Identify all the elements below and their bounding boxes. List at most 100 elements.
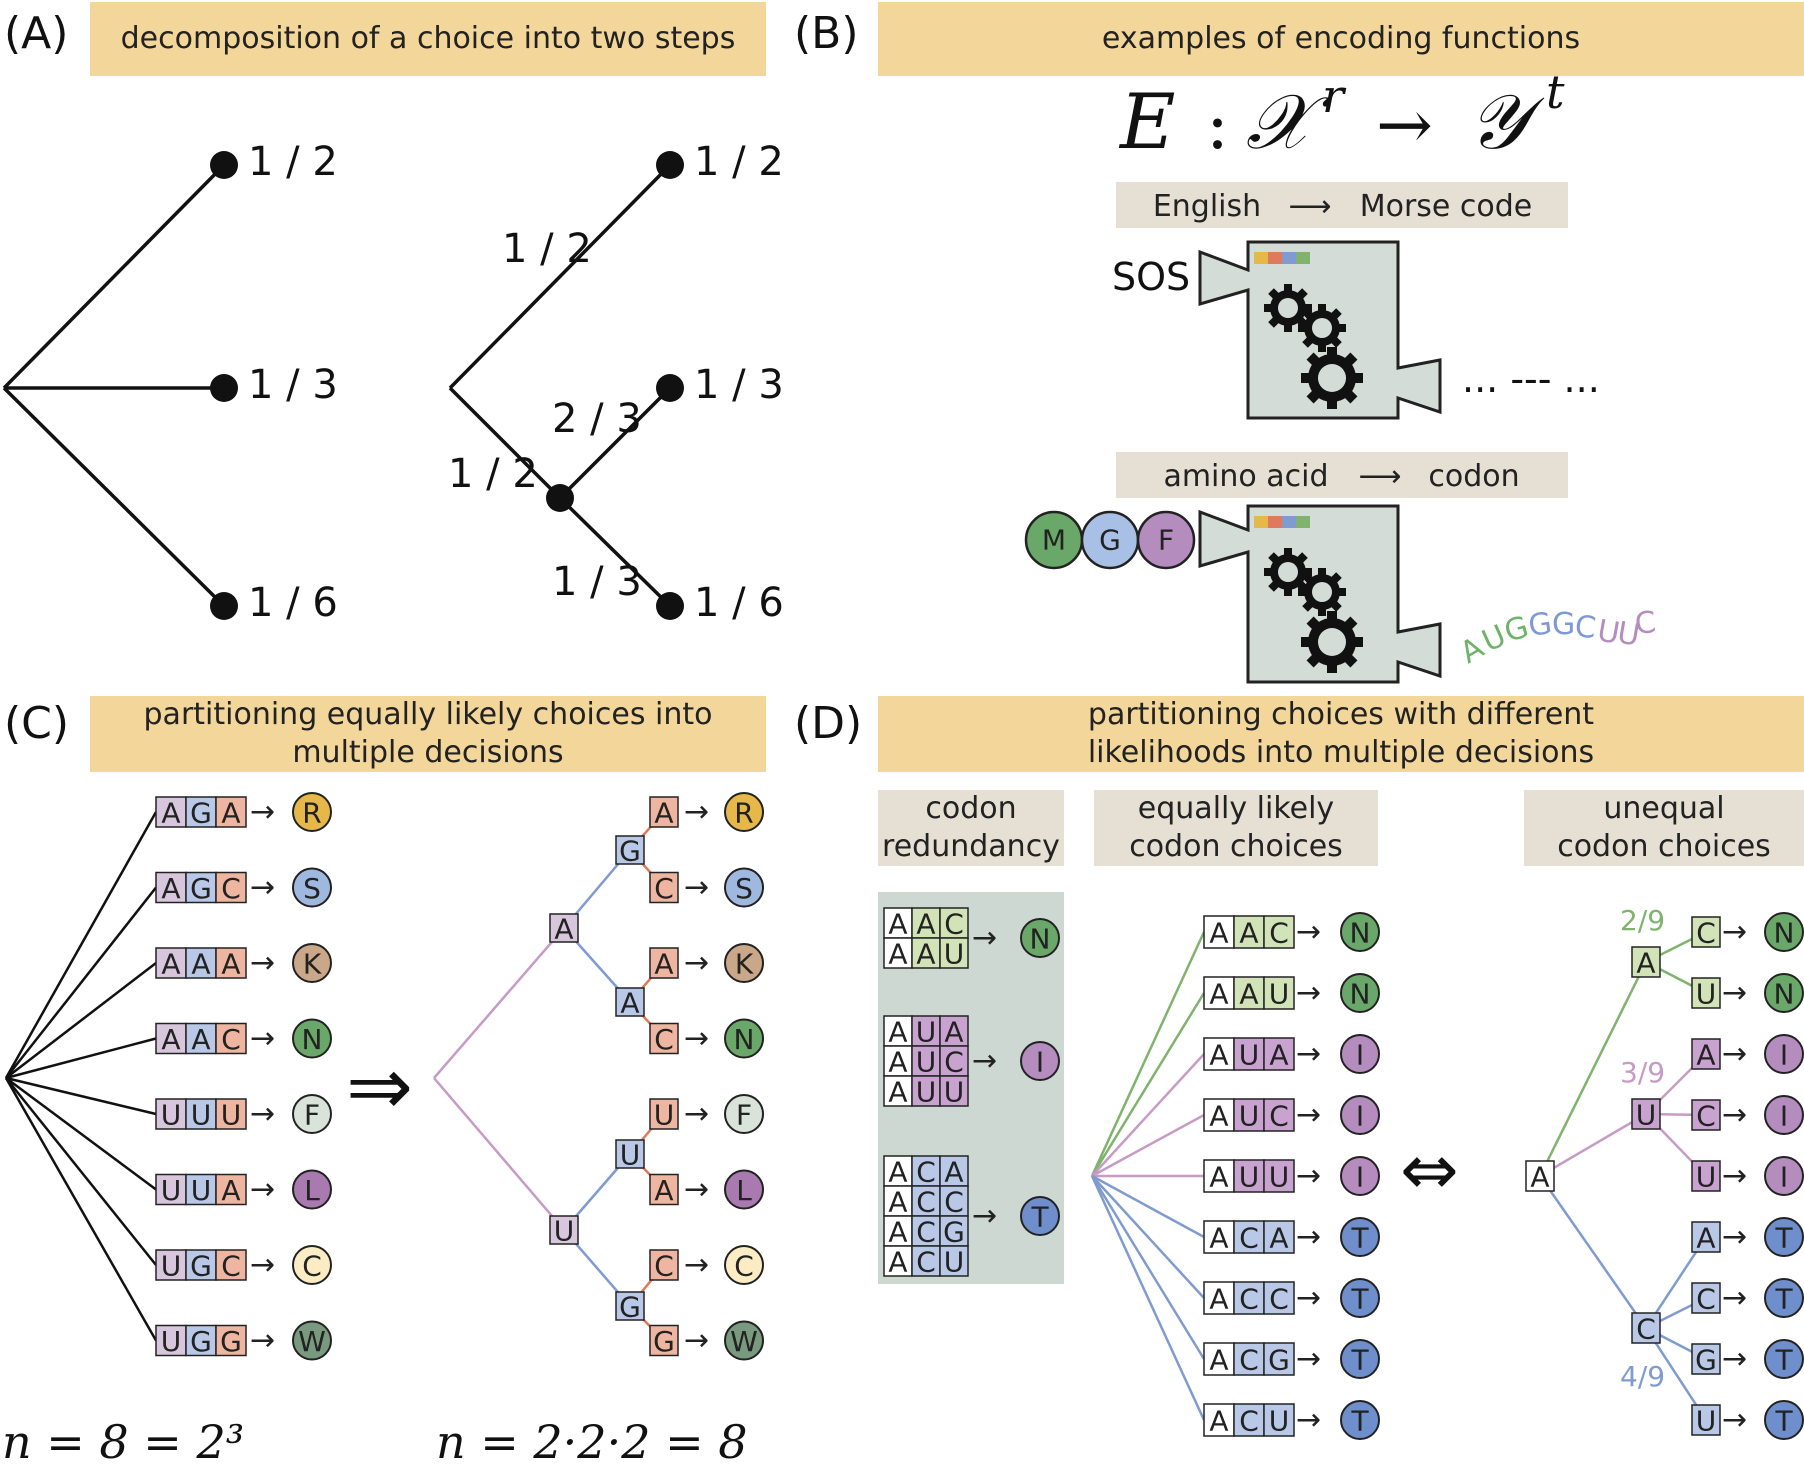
svg-text:C: C [654,1023,674,1056]
svg-text:U: U [161,1250,182,1283]
codon-cell: U [911,1075,941,1109]
svg-text:A: A [916,938,935,971]
amino-acid-circle: N [292,1018,332,1059]
panel-b-banner-text: examples of encoding functions [1102,21,1580,56]
tree-node-base: C [649,1249,679,1283]
codon-cell: A [155,1022,187,1056]
codon-cell: A [1203,976,1235,1011]
encoder-machine-1 [1198,240,1442,420]
svg-text:U: U [620,1139,641,1172]
arrow-label: → [684,795,709,830]
svg-text:U: U [1269,1161,1290,1194]
svg-text:A: A [191,948,210,981]
arrow-label: → [1296,1342,1321,1377]
codon-cell: U [215,1098,247,1132]
amino-acid-circle: R [292,792,332,832]
formula-t: t [1546,65,1565,119]
morse-label: Morse code [1360,189,1533,224]
svg-text:N: N [1350,917,1371,950]
codon-cell: G [185,1324,217,1358]
svg-text:U: U [161,1099,182,1132]
svg-text:C: C [221,1023,241,1056]
tree-node-base: G [615,1291,645,1324]
codon-cell: U [939,1245,969,1279]
codon-cell: A [939,1015,969,1049]
amino-acid-circle: C [724,1245,764,1285]
svg-text:C: C [302,1250,322,1283]
svg-text:A: A [944,1016,963,1049]
svg-text:A: A [1209,1405,1228,1438]
codon-cell: A [215,1173,247,1207]
panel-a-banner [90,2,766,76]
arrow-label: → [250,946,275,981]
amino-acid-circle: W [724,1320,764,1361]
amino-acid-circle: F [724,1094,764,1134]
codon-cell: C [911,1245,941,1279]
codon-cell: C [1263,1281,1295,1316]
svg-text:A: A [1636,947,1655,980]
gear-icon [1301,611,1363,673]
arrow-label: → [684,946,709,981]
svg-text:A: A [161,1023,180,1056]
panel-d-banner [878,696,1804,772]
codon-cell: U [1233,1098,1265,1133]
svg-text:U: U [1636,1099,1657,1132]
tree-node-base: U [549,1215,579,1248]
tree-node-base: C [1691,916,1721,950]
svg-text:T: T [1350,1405,1369,1438]
amino-acid-circle: K [724,943,764,983]
gear-icon [1264,548,1312,596]
arrow-label: → [250,1021,275,1056]
codon-cell: A [911,907,941,941]
unequal-header-line2: codon choices [1557,829,1771,864]
codon-cell: U [1263,1403,1295,1438]
amino-acid-circle: N [1340,912,1380,952]
unequal-header-line1: unequal [1603,791,1724,826]
codon-cell: A [883,1075,913,1109]
codon-cell: U [185,1173,217,1207]
tree-branch [5,1076,157,1191]
svg-text:U: U [191,1099,212,1132]
tree-branch [1538,961,1648,1177]
codon-output-letter: C [1573,609,1597,646]
svg-text:A: A [161,872,180,905]
probability-label: 1 / 6 [694,580,784,626]
tree-node-base: A [1691,1038,1721,1072]
svg-text:T: T [1030,1201,1049,1234]
arrow-label: ⟶ [1358,459,1401,494]
svg-text:T: T [1350,1222,1369,1255]
unequal-header [1524,790,1804,866]
svg-text:C: C [916,1156,936,1189]
tree-node-base: A [1691,1221,1721,1255]
codon-cell: G [185,871,217,905]
probability-label: 1 / 3 [694,362,784,408]
arrow-label: → [1722,976,1747,1011]
gear-icon [1298,304,1346,352]
amino-acid-label: amino acid [1163,459,1328,494]
tree-branch [1091,1053,1205,1177]
tree-node-base: C [649,1022,679,1056]
tree-branch [4,811,158,1079]
formula-colon: : [1206,86,1229,165]
codon-cell: A [155,947,187,981]
svg-text:A: A [161,797,180,830]
codon-cell: A [185,1022,217,1056]
svg-text:C: C [221,1250,241,1283]
svg-text:U: U [1696,1161,1717,1194]
tree-branch [5,962,157,1079]
amino-acid-circle: N [1764,973,1804,1013]
probability-label: 1 / 2 [694,139,784,185]
codon-output-letter: G [1552,607,1575,642]
svg-text:I: I [1356,1161,1364,1194]
svg-text:T: T [1350,1283,1369,1316]
amino-acid-circle: W [292,1320,332,1361]
svg-text:U: U [1696,1405,1717,1438]
amino-acid-circle: T [1764,1217,1804,1257]
codon-cell: A [1233,976,1265,1011]
panel-a-left-tree: 1 / 2 1 / 3 1 / 6 [2,139,338,626]
svg-text:N: N [302,1023,323,1056]
arrow-label: → [250,795,275,830]
tree-node-base: U [1691,1404,1721,1438]
